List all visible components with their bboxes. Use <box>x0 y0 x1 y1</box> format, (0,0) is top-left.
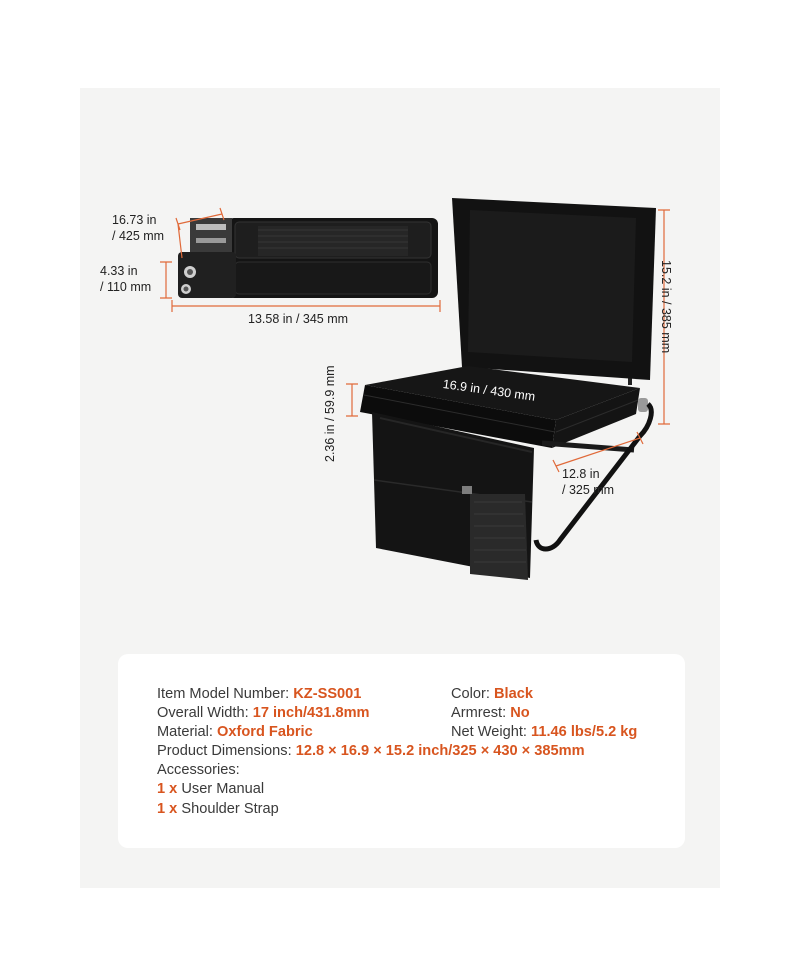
spec-model: Item Model Number: KZ-SS001 <box>157 685 361 704</box>
open-seat-image <box>360 198 656 580</box>
back-height-label: 15.2 in / 385 mm <box>659 260 673 354</box>
accessory-name: Shoulder Strap <box>181 801 279 817</box>
spec-model-label: Item Model Number: <box>157 686 290 702</box>
spec-material-label: Material: <box>157 724 213 740</box>
seat-thickness-label: 2.36 in / 59.9 mm <box>323 365 337 462</box>
spec-dimensions-value: 12.8 × 16.9 × 15.2 inch/325 × 430 × 385m… <box>295 743 585 759</box>
spec-armrest-label: Armrest: <box>451 705 507 721</box>
spec-width: Overall Width: 17 inch/431.8mm <box>157 704 370 723</box>
spec-dimensions-label: Product Dimensions: <box>157 743 292 759</box>
spec-armrest: Armrest: No <box>451 704 530 723</box>
accessory-name: User Manual <box>181 781 265 797</box>
accessory-qty: 1 x <box>157 781 178 797</box>
spec-color-value: Black <box>494 686 533 702</box>
spec-material: Material: Oxford Fabric <box>157 723 313 742</box>
spec-weight-label: Net Weight: <box>451 724 527 740</box>
folded-depth-label: 16.73 in / 425 mm <box>112 213 165 243</box>
spec-dimensions: Product Dimensions: 12.8 × 16.9 × 15.2 i… <box>157 742 585 761</box>
spec-color: Color: Black <box>451 685 533 704</box>
spec-width-value: 17 inch/431.8mm <box>252 705 370 721</box>
seat-depth-label: 12.8 in / 325 mm <box>562 467 615 497</box>
spec-material-value: Oxford Fabric <box>217 724 313 740</box>
spec-accessories-label: Accessories: <box>157 762 240 778</box>
spec-weight-value: 11.46 lbs/5.2 kg <box>531 724 638 740</box>
folded-length-label: 13.58 in / 345 mm <box>248 312 349 326</box>
spec-weight: Net Weight: 11.46 lbs/5.2 kg <box>451 723 637 742</box>
dimension-lines <box>160 207 670 473</box>
spec-width-label: Overall Width: <box>157 705 249 721</box>
spec-armrest-value: No <box>510 705 530 721</box>
accessory-item: 1 x Shoulder Strap <box>157 800 279 819</box>
folded-height-label: 4.33 in / 110 mm <box>100 264 152 294</box>
specs-card <box>118 654 685 848</box>
spec-accessories: Accessories: <box>157 761 240 780</box>
accessory-qty: 1 x <box>157 801 178 817</box>
spec-color-label: Color: <box>451 686 490 702</box>
spec-model-value: KZ-SS001 <box>293 686 362 702</box>
folded-seat-image <box>178 218 438 298</box>
accessory-item: 1 x User Manual <box>157 780 264 799</box>
product-illustration <box>160 198 670 580</box>
